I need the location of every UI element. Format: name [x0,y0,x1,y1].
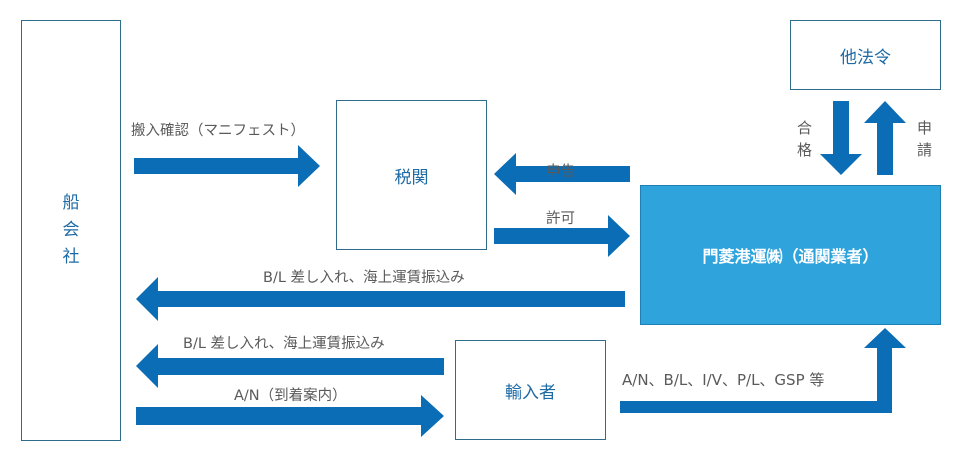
arrow-permission [494,215,630,257]
label-pass-char: 格 [797,141,813,159]
node-importer: 輸入者 [455,340,606,440]
arrow-broker-bl [136,277,625,321]
arrow-documents [620,328,906,413]
other-laws-label: 他法令 [840,47,891,68]
node-customs-broker: 門菱港運㈱（通関業者） [640,185,941,325]
customs-label: 税関 [394,167,429,188]
label-application-char: 申 [917,119,933,137]
arrow-pass [820,101,862,175]
label-pass-char: 合 [797,119,813,137]
arrow-application [864,101,906,175]
arrow-manifest [134,145,320,187]
label-declaration: 申告 [546,164,575,180]
label-application-char: 請 [917,141,933,159]
node-other-laws: 他法令 [790,20,941,90]
customs-broker-label: 門菱港運㈱（通関業者） [702,247,879,266]
node-shipping-company: 船 会 社 [21,20,121,441]
label-importer-bl: B/L 差し入れ、海上運賃振込み [183,336,385,352]
arrow-declaration [494,153,630,195]
label-pass: 合 格 [797,117,812,161]
label-arrival-notice: A/N（到着案内） [234,388,347,404]
label-manifest: 搬入確認（マニフェスト） [131,123,305,139]
label-permission: 許可 [546,211,575,227]
node-customs: 税関 [336,100,487,250]
label-application: 申 請 [917,117,932,161]
importer-label: 輸入者 [505,382,556,403]
arrow-arrival-notice [136,395,444,437]
shipping-company-char: 社 [62,247,80,267]
arrow-importer-bl [136,344,444,388]
label-broker-bl: B/L 差し入れ、海上運賃振込み [263,270,465,286]
shipping-company-char: 船 [62,193,80,213]
shipping-company-char: 会 [62,220,80,240]
label-documents: A/N、B/L、I/V、P/L、GSP 等 [622,371,825,389]
